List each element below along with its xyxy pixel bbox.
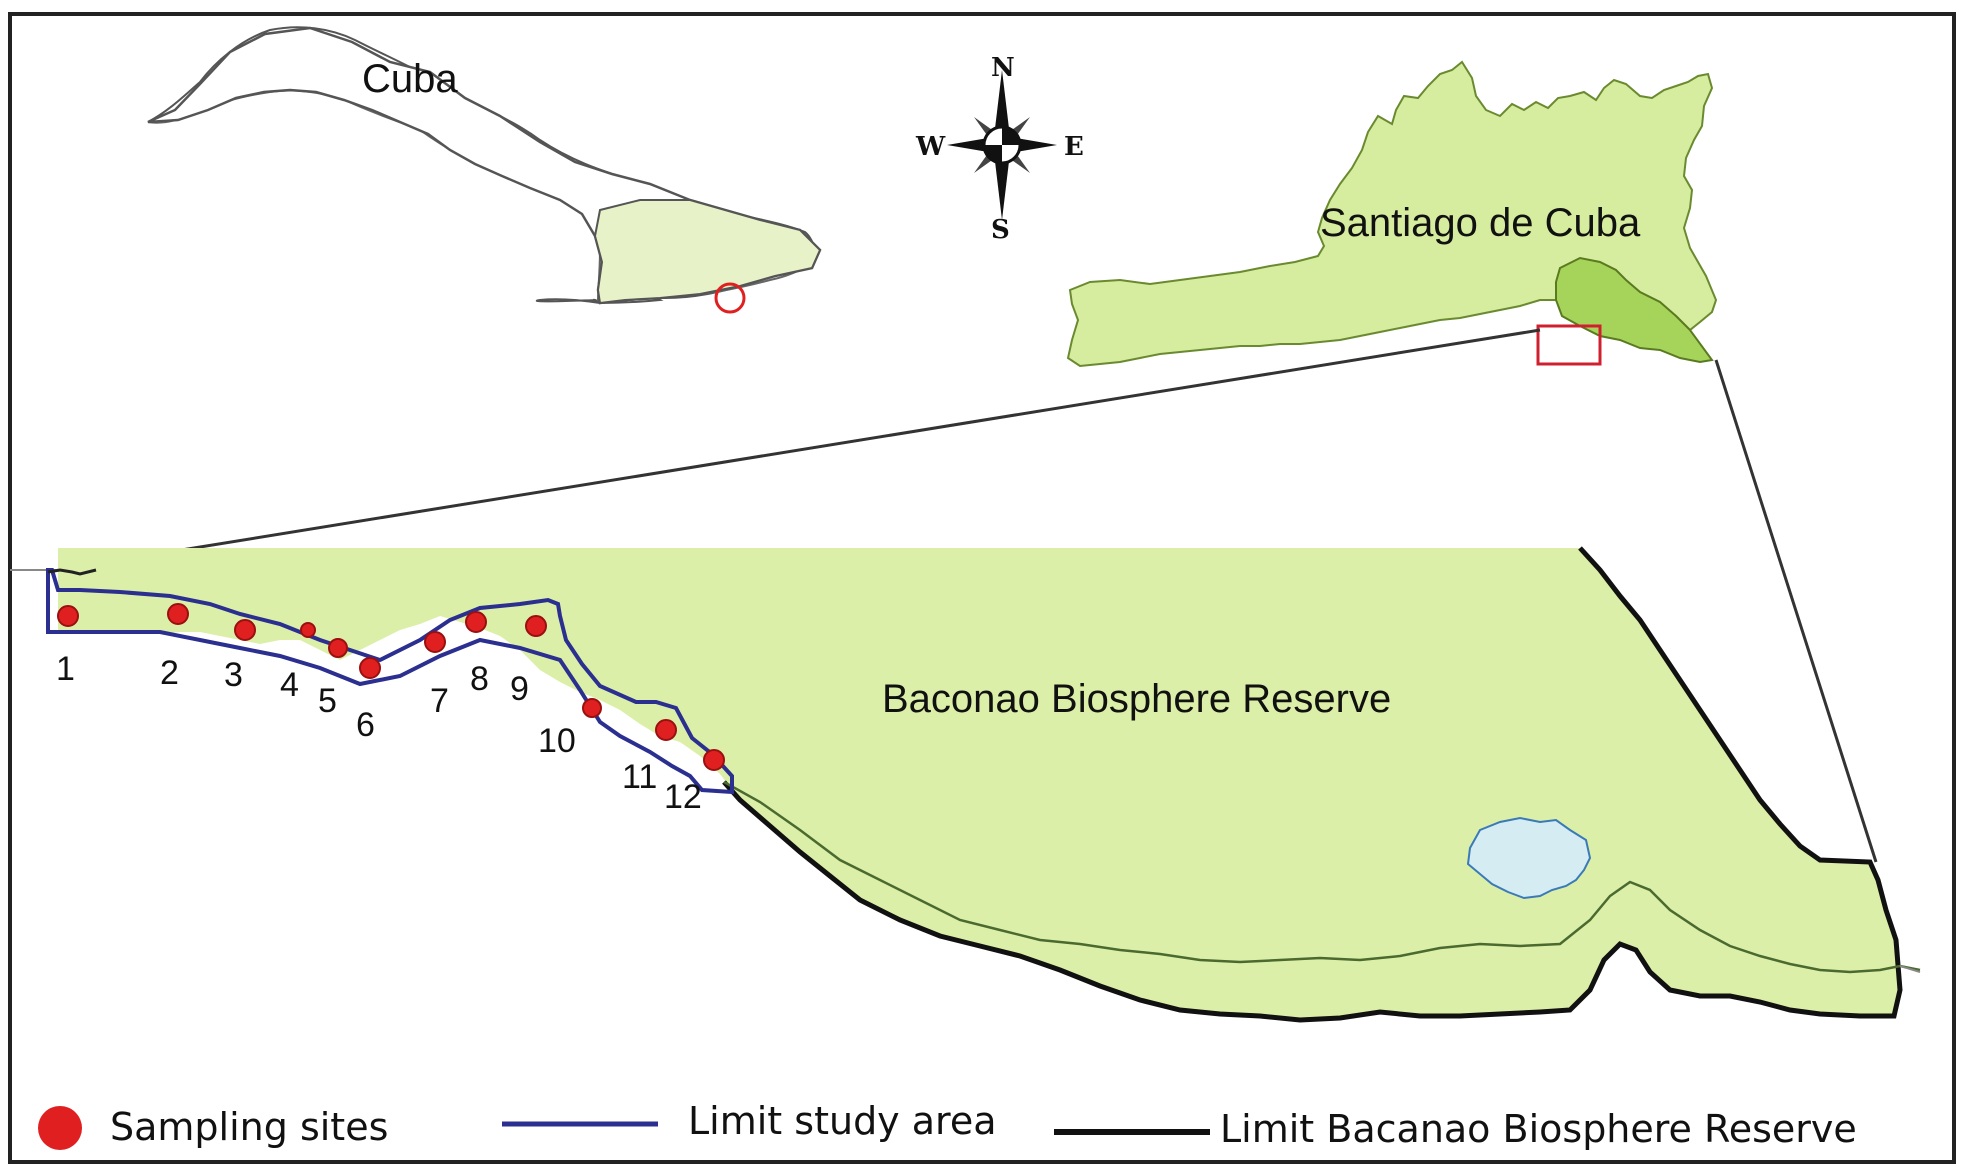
site-labels: 1 2 3 4 5 6 7 8 9 10 11 12 [56, 650, 702, 816]
zoom-line-left [57, 328, 1541, 572]
province-map [1066, 60, 1718, 368]
site-label: 8 [470, 660, 489, 698]
site-marker [582, 698, 602, 718]
zoom-line-right [1714, 359, 1878, 863]
legend-limit-reserve: Limit Bacanao Biosphere Reserve [1220, 1107, 1857, 1151]
compass-s: S [991, 215, 1010, 245]
site-label: 10 [538, 722, 576, 760]
site-marker [167, 603, 189, 625]
coastline [723, 780, 1921, 974]
site-label: 2 [160, 654, 179, 692]
reserve-boundary [722, 546, 1903, 1023]
site-marker [465, 611, 487, 633]
province-label: Santiago de Cuba [1320, 201, 1641, 245]
site-label: 4 [280, 666, 299, 704]
site-marker [655, 719, 677, 741]
site-marker [424, 631, 446, 653]
compass-e: E [1064, 132, 1084, 162]
cuba-outline [147, 26, 822, 314]
study-area-limit [46, 568, 734, 795]
site-marker [328, 638, 348, 658]
compass-rose [947, 70, 1057, 220]
compass-w: W [915, 132, 946, 162]
compass-n: N [991, 53, 1015, 83]
site-marker [359, 657, 381, 679]
legend-site-marker [38, 1106, 82, 1150]
site-label: 7 [430, 682, 449, 720]
site-label: 3 [224, 656, 243, 694]
site-label: 12 [664, 778, 702, 816]
site-label: 1 [56, 650, 75, 688]
locator-circle [714, 282, 746, 314]
site-label: 9 [510, 670, 529, 708]
site-marker [234, 619, 256, 641]
site-marker [525, 615, 547, 637]
lake [1466, 816, 1592, 900]
reserve-label: Baconao Biosphere Reserve [882, 677, 1391, 721]
site-marker [57, 605, 79, 627]
site-label: 6 [356, 706, 375, 744]
legend-limit-study-area: Limit study area [688, 1099, 997, 1143]
locator-box [1536, 324, 1602, 366]
reserve-map [10, 546, 1921, 1023]
site-label: 11 [622, 758, 657, 796]
cuba-label: Cuba [362, 57, 458, 101]
legend: Sampling sites Limit study area Limit Ba… [38, 1099, 1857, 1151]
sampling-sites [57, 603, 725, 771]
site-label: 5 [318, 682, 337, 720]
legend-sampling-sites: Sampling sites [110, 1105, 388, 1149]
site-marker [703, 749, 725, 771]
site-marker [300, 622, 316, 638]
